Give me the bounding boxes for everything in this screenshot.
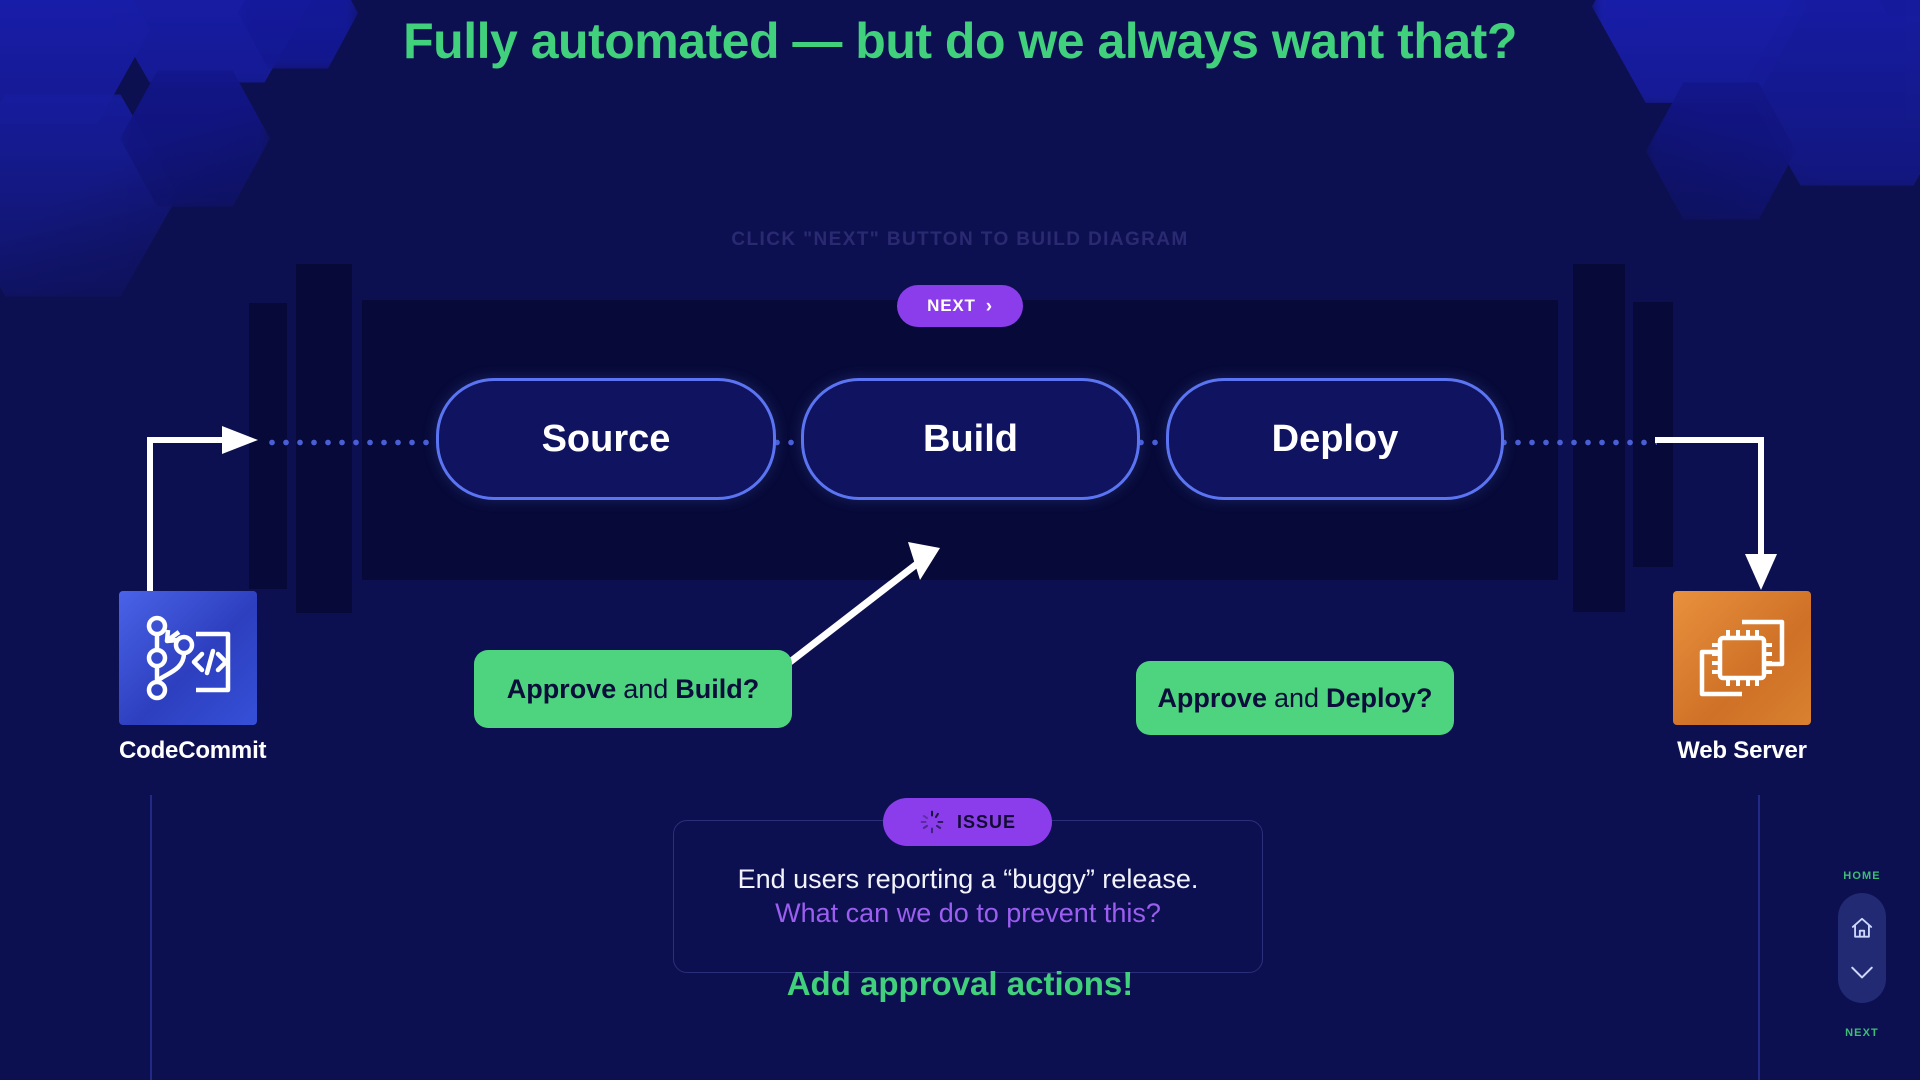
pipeline-stage-build[interactable]: Build — [801, 378, 1140, 500]
issue-panel: End users reporting a “buggy” release. W… — [673, 820, 1263, 973]
service-codecommit[interactable]: CodeCommit — [119, 591, 267, 765]
approval-bold-1: Approve — [506, 673, 617, 704]
nav-home-label: HOME — [1843, 870, 1881, 882]
connector-dots-deploy-out — [1497, 438, 1657, 447]
answer-text: Add approval actions! — [786, 965, 1134, 1002]
nav-next-label: NEXT — [1845, 1027, 1879, 1039]
page-title: Fully automated — but do we always want … — [403, 13, 1517, 69]
guide-line-left — [150, 795, 152, 1080]
service-webserver[interactable]: Web Server — [1673, 591, 1811, 765]
service-caption: Web Server — [1677, 737, 1807, 764]
next-button-label: NEXT — [927, 296, 976, 315]
pipeline-stage-deploy[interactable]: Deploy — [1166, 378, 1504, 500]
stage-label: Build — [923, 417, 1018, 460]
approval-regular: and — [1273, 682, 1320, 713]
pipeline-stage-source[interactable]: Source — [436, 378, 776, 500]
service-caption: CodeCommit — [119, 737, 267, 764]
server-chip-icon — [1699, 619, 1785, 697]
codecommit-tile — [119, 591, 257, 725]
guide-line-right — [1758, 795, 1760, 1080]
stage-label: Deploy — [1271, 417, 1399, 460]
chevron-right-icon: › — [985, 295, 993, 317]
webserver-tile — [1673, 591, 1811, 725]
spinner-icon — [920, 810, 944, 834]
slide-nav[interactable] — [1838, 893, 1886, 1003]
issue-badge-label: ISSUE — [956, 811, 1017, 832]
issue-badge: ISSUE — [883, 798, 1052, 846]
approval-box-deploy[interactable]: Approve and Deploy? — [1136, 661, 1454, 735]
approval-regular: and — [623, 673, 669, 704]
next-button[interactable]: NEXT › — [897, 285, 1023, 327]
issue-line-1: End users reporting a “buggy” release. — [737, 863, 1199, 894]
connector-dots-build-deploy — [1134, 438, 1167, 447]
chevron-down-icon[interactable] — [1849, 963, 1875, 981]
approval-bold-2: Deploy? — [1326, 682, 1433, 713]
approval-bold-2: Build? — [675, 673, 760, 704]
connector-dots-source-in — [265, 438, 435, 447]
code-branch-icon — [146, 615, 231, 701]
issue-line-2: What can we do to prevent this? — [775, 897, 1161, 928]
home-icon[interactable] — [1849, 915, 1875, 941]
stage-label: Source — [541, 417, 671, 460]
build-diagram-hint: CLICK "NEXT" BUTTON TO BUILD DIAGRAM — [731, 229, 1189, 250]
approval-box-build[interactable]: Approve and Build? — [474, 650, 792, 728]
decor-bar-right-outer — [1633, 302, 1673, 567]
approval-bold-1: Approve — [1157, 682, 1267, 713]
connector-dots-source-build — [770, 438, 803, 447]
wire-deploy-to-webserver — [1655, 437, 1777, 590]
